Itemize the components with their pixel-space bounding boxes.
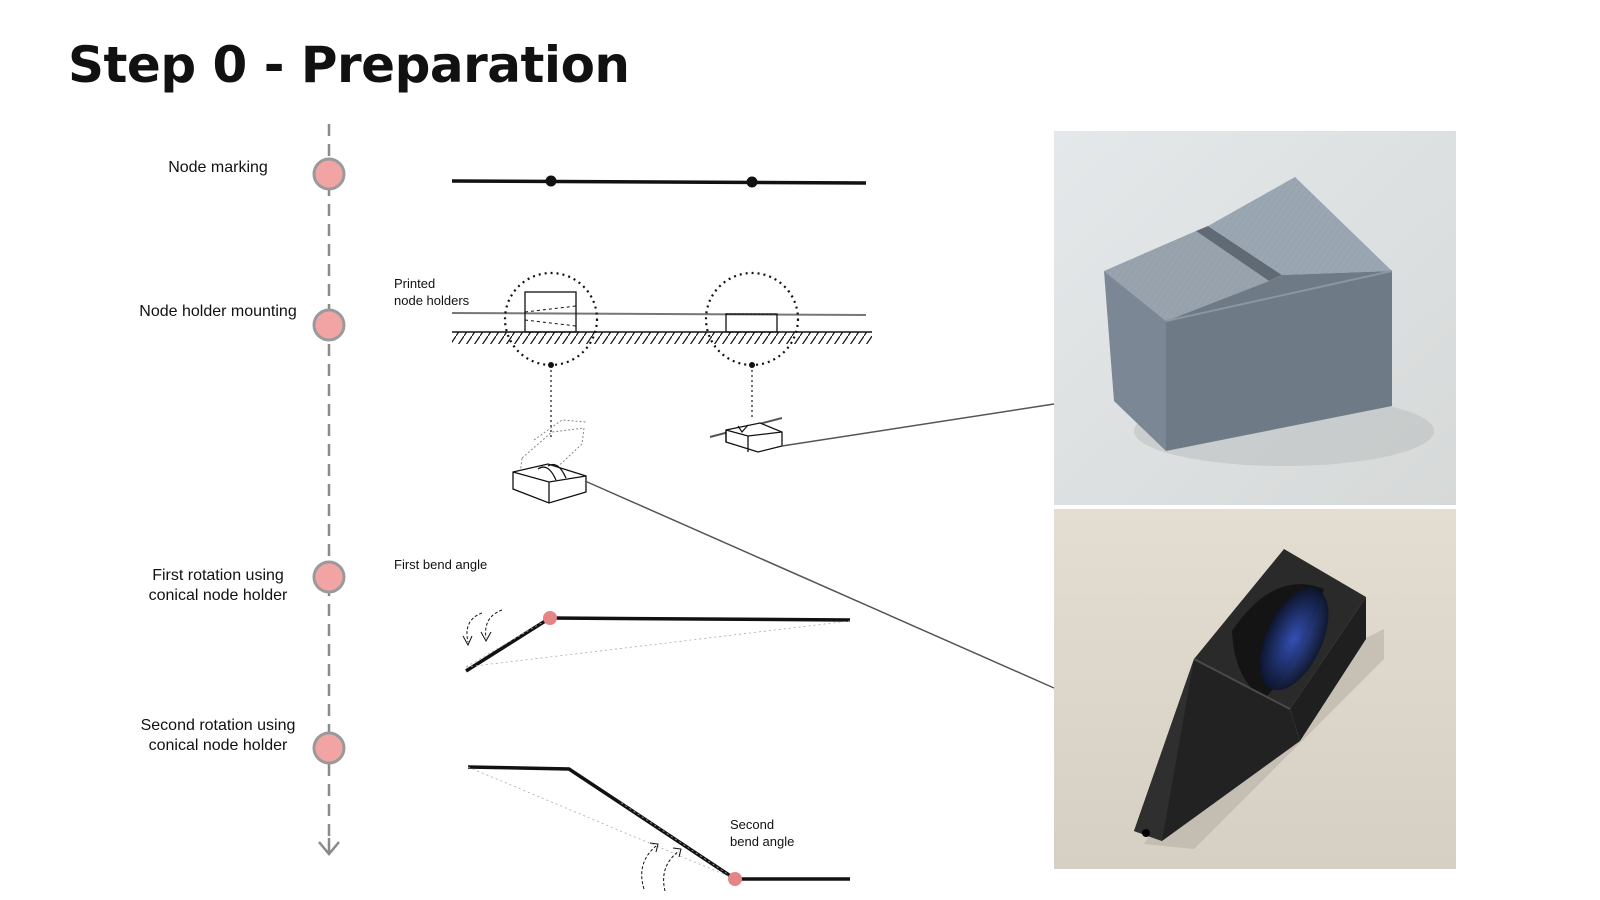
photo-black-conical-node-holder (1054, 509, 1456, 869)
step-marker-second-rotation (312, 731, 346, 765)
rod-line (451, 179, 867, 185)
annotation-first-bend-angle: First bend angle (394, 557, 488, 572)
conical-holder-section (524, 291, 577, 333)
step-label-first-rotation: First rotation using conical node holder (148, 567, 288, 604)
node-holder-mounting-diagram (451, 271, 1055, 689)
leader-line-conical (584, 480, 1055, 689)
timeline (312, 124, 346, 856)
conical-holder-isometric (512, 419, 587, 504)
detail-circle-left (503, 271, 599, 367)
node-marking-diagram (451, 175, 867, 188)
leader-line-block (781, 403, 1055, 447)
bend-node (543, 611, 557, 625)
step-marker-first-rotation (312, 560, 346, 594)
rod-line (451, 312, 867, 316)
rotation-arrow-icon (466, 612, 483, 643)
page-title: Step 0 - Preparation (68, 36, 630, 94)
rotation-arrow-icon (485, 609, 503, 639)
rotation-arrow-icon (663, 850, 680, 892)
block-holder-section (725, 313, 778, 333)
step-label-node-marking: Node marking (168, 159, 268, 176)
annotation-printed-node-holders: Printed node holders (394, 276, 470, 308)
step-label-node-holder-mounting: Node holder mounting (139, 303, 297, 320)
step-label-second-rotation: Second rotation using conical node holde… (140, 717, 296, 754)
annotation-second-bend-angle: Second bend angle (730, 817, 795, 849)
ground-hatch (452, 332, 872, 344)
block-holder-isometric (709, 417, 783, 453)
rotation-arrow-icon (641, 845, 657, 890)
timeline-arrow-icon (318, 838, 340, 856)
node-dot (545, 175, 557, 187)
photo-grey-node-holder (1054, 131, 1456, 505)
step-marker-node-marking (312, 157, 346, 191)
node-dot (746, 176, 758, 188)
first-rotation-diagram (462, 609, 851, 673)
second-rotation-diagram (467, 765, 850, 892)
bend-node (728, 872, 742, 886)
step-marker-node-holder-mounting (312, 308, 346, 342)
detail-circle-right (704, 271, 800, 367)
